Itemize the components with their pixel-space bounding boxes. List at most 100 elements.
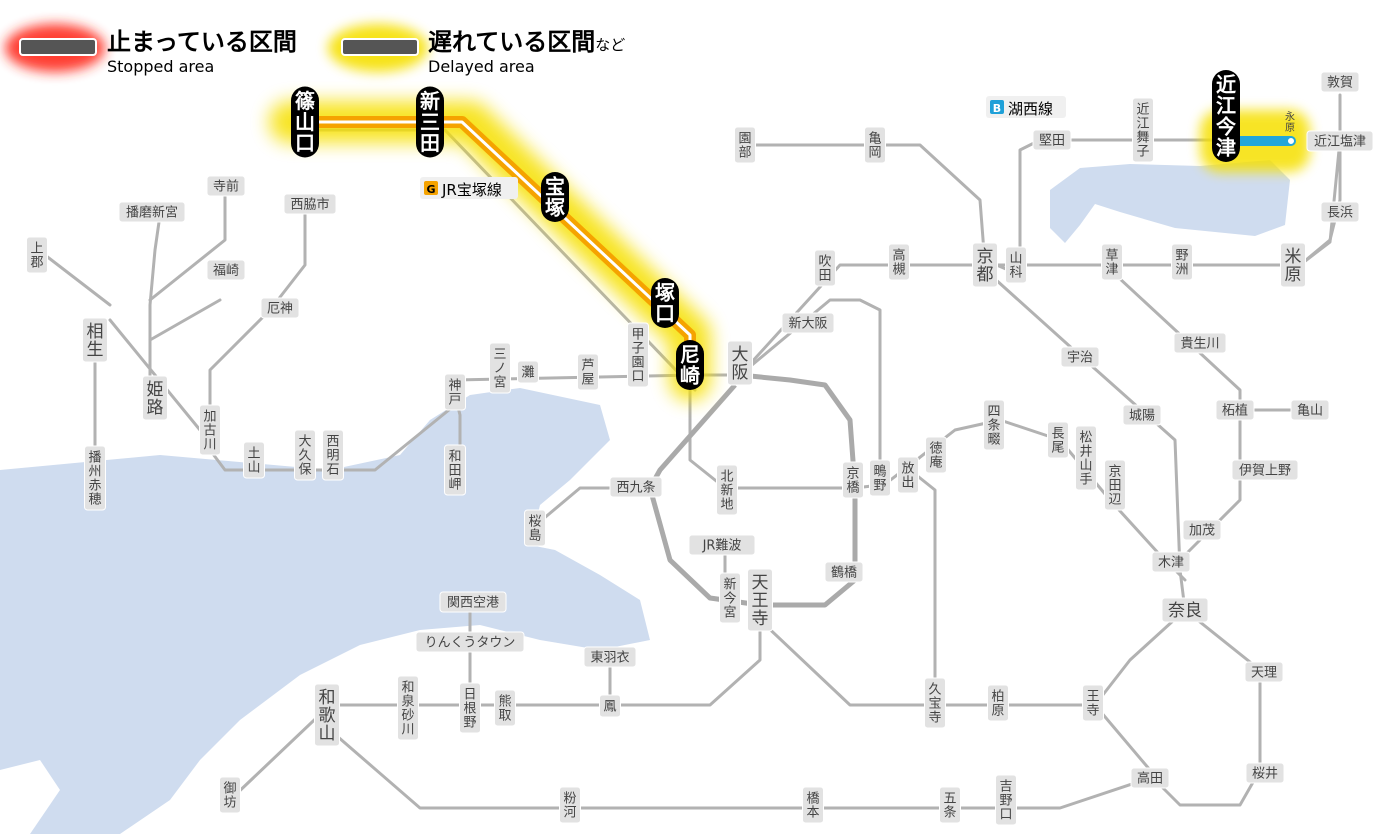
station-kumatori[interactable]: 熊取 <box>494 689 516 727</box>
station-ashiya[interactable]: 芦屋 <box>577 353 599 391</box>
station-label: 草津 <box>1105 248 1118 277</box>
station-hashimoto[interactable]: 橋本 <box>802 786 824 824</box>
station-nishiwakishi[interactable]: 西脇市 <box>283 193 337 215</box>
station-himeji[interactable]: 姫路 <box>142 375 168 421</box>
station-pill <box>888 243 910 281</box>
station-rinku[interactable]: りんくうタウン <box>415 631 525 653</box>
station-nada[interactable]: 灘 <box>517 360 539 384</box>
station-tenri[interactable]: 天理 <box>1244 661 1284 683</box>
station-takatsuki[interactable]: 高槻 <box>888 243 910 281</box>
station-tsuge[interactable]: 柘植 <box>1215 399 1255 421</box>
station-tsurumi[interactable]: 鴫野 <box>869 459 891 497</box>
station-kansaiairport[interactable]: 関西空港 <box>439 591 507 613</box>
station-kashiwara[interactable]: 柏原 <box>987 684 1009 722</box>
station-kyoto[interactable]: 京都 <box>972 242 998 288</box>
station-tsuruhashi[interactable]: 鶴橋 <box>824 561 864 583</box>
station-pill <box>1173 332 1227 354</box>
station-gojo[interactable]: 五条 <box>939 786 961 824</box>
station-otori[interactable]: 鳳 <box>599 694 621 718</box>
station-tennoji[interactable]: 天王寺 <box>747 568 773 632</box>
station-koshienguchi[interactable]: 甲子園口 <box>627 322 649 388</box>
station-kamigori[interactable]: 上郡 <box>26 236 48 274</box>
station-suita[interactable]: 吹田 <box>814 249 836 287</box>
station-hineno[interactable]: 日根野 <box>459 682 481 734</box>
station-nagahama[interactable]: 長浜 <box>1320 201 1360 223</box>
station-pill <box>1215 399 1255 421</box>
station-pill <box>444 444 466 496</box>
station-omiimazu[interactable]: 近江今津 <box>1212 70 1240 162</box>
station-nagahara[interactable]: 永原 <box>1281 107 1299 137</box>
station-igaueno[interactable]: 伊賀上野 <box>1231 459 1299 481</box>
station-label: 吉野口 <box>999 779 1012 822</box>
station-nishikujo[interactable]: 西九条 <box>609 476 663 498</box>
station-nagao[interactable]: 長尾 <box>1047 421 1069 459</box>
station-kokawa[interactable]: 粉河 <box>559 786 581 824</box>
station-sonobe[interactable]: 園部 <box>734 126 756 164</box>
station-oji[interactable]: 王寺 <box>1082 684 1104 722</box>
station-tokuan[interactable]: 徳庵 <box>925 436 947 474</box>
station-nishiakashi[interactable]: 西明石 <box>322 429 344 481</box>
station-kameyama[interactable]: 亀山 <box>1290 399 1330 421</box>
legend-stopped-jp: 止まっている区間 <box>107 28 297 56</box>
station-katata[interactable]: 堅田 <box>1032 129 1072 151</box>
station-kakogawa[interactable]: 加古川 <box>199 404 221 456</box>
station-shinosaka[interactable]: 新大阪 <box>781 312 835 334</box>
station-label: JR難波 <box>702 539 742 554</box>
line-badge-takarazuka[interactable]: G JR宝塚線 <box>420 177 518 199</box>
station-aioi[interactable]: 相生 <box>82 317 108 363</box>
station-sasayamaguchi[interactable]: 篠山口 <box>291 86 319 158</box>
station-sakurai[interactable]: 桜井 <box>1245 762 1285 784</box>
station-shijonawate[interactable]: 四条畷 <box>983 399 1005 451</box>
line-badge-kosei[interactable]: B 湖西線 <box>986 96 1066 118</box>
station-shinimamiya[interactable]: 新今宮 <box>719 572 741 624</box>
station-takarazuka[interactable]: 宝塚 <box>541 172 569 222</box>
station-teramae[interactable]: 寺前 <box>206 175 246 197</box>
station-jrnamba[interactable]: JR難波 <box>688 534 756 556</box>
station-joyo[interactable]: 城陽 <box>1122 404 1162 426</box>
station-uji[interactable]: 宇治 <box>1060 346 1100 368</box>
station-kusatsu[interactable]: 草津 <box>1101 243 1123 281</box>
station-kitashinchi[interactable]: 北新地 <box>716 464 738 516</box>
station-osaka[interactable]: 大阪 <box>727 340 753 386</box>
station-harimashingu[interactable]: 播磨新宮 <box>118 201 186 223</box>
station-yasu[interactable]: 野洲 <box>1171 243 1193 281</box>
station-shinsanda[interactable]: 新三田 <box>416 86 444 158</box>
station-wadamisaki[interactable]: 和田岬 <box>444 444 466 496</box>
station-matsuiyamate[interactable]: 松井山手 <box>1075 425 1097 491</box>
station-tsuchiyama[interactable]: 土山 <box>243 441 265 479</box>
station-sakurajima[interactable]: 桜島 <box>524 509 546 547</box>
station-ookubo[interactable]: 大久保 <box>294 429 316 481</box>
station-gobo[interactable]: 御坊 <box>219 776 241 814</box>
station-izumisunagawa[interactable]: 和泉砂川 <box>397 675 419 741</box>
station-yoshinoguchi[interactable]: 吉野口 <box>995 774 1017 826</box>
station-maibara[interactable]: 米原 <box>1280 242 1306 288</box>
station-tsuruga[interactable]: 敦賀 <box>1320 71 1360 93</box>
station-pill <box>651 278 679 328</box>
station-tsukaguchi[interactable]: 塚口 <box>651 278 679 328</box>
station-yamashina[interactable]: 山科 <box>1005 246 1027 284</box>
station-pill <box>716 464 738 516</box>
station-kizu[interactable]: 木津 <box>1151 551 1191 573</box>
station-kyobashi[interactable]: 京橋 <box>842 461 864 499</box>
station-kyotanabe[interactable]: 京田辺 <box>1104 459 1126 511</box>
station-kobe[interactable]: 神戸 <box>444 373 466 411</box>
station-label: 芦屋 <box>581 358 594 387</box>
station-pill <box>206 175 246 197</box>
station-kyuhoji[interactable]: 久宝寺 <box>924 677 946 729</box>
station-sannomiya[interactable]: 三ノ宮 <box>489 342 511 394</box>
station-kameoka[interactable]: 亀岡 <box>864 126 886 164</box>
station-kamo[interactable]: 加茂 <box>1182 519 1222 541</box>
station-omimaiko[interactable]: 近江舞子 <box>1132 97 1154 163</box>
station-amagasaki[interactable]: 尼崎 <box>676 340 704 390</box>
station-yashiro[interactable]: 厄神 <box>260 297 300 319</box>
station-nara[interactable]: 奈良 <box>1161 597 1209 623</box>
station-harimaako[interactable]: 播州赤穂 <box>84 445 106 511</box>
station-higashihagoromo[interactable]: 東羽衣 <box>583 646 637 668</box>
station-takada[interactable]: 高田 <box>1130 767 1170 789</box>
station-kibukawa[interactable]: 貴生川 <box>1173 332 1227 354</box>
station-fukusaki[interactable]: 福崎 <box>206 259 246 281</box>
station-hanaten[interactable]: 放出 <box>897 456 919 494</box>
station-wakayama[interactable]: 和歌山 <box>314 683 340 747</box>
station-pill <box>314 683 340 747</box>
station-omishiotsu[interactable]: 近江塩津 <box>1306 130 1374 152</box>
